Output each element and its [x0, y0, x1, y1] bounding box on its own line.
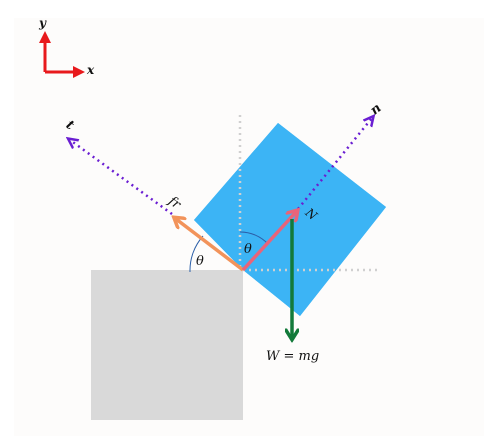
coordinate-axes: y x: [38, 16, 95, 78]
weight-label: W = mg: [266, 349, 319, 364]
friction-arrow: [176, 219, 245, 272]
theta-label-table: θ: [196, 254, 204, 269]
x-axis-label: x: [86, 63, 95, 77]
n-axis: [297, 118, 372, 210]
normal-arrow: [241, 212, 296, 272]
table-ledge: [91, 270, 243, 420]
theta-label-block: θ: [244, 242, 252, 257]
y-axis-label: y: [38, 16, 47, 30]
